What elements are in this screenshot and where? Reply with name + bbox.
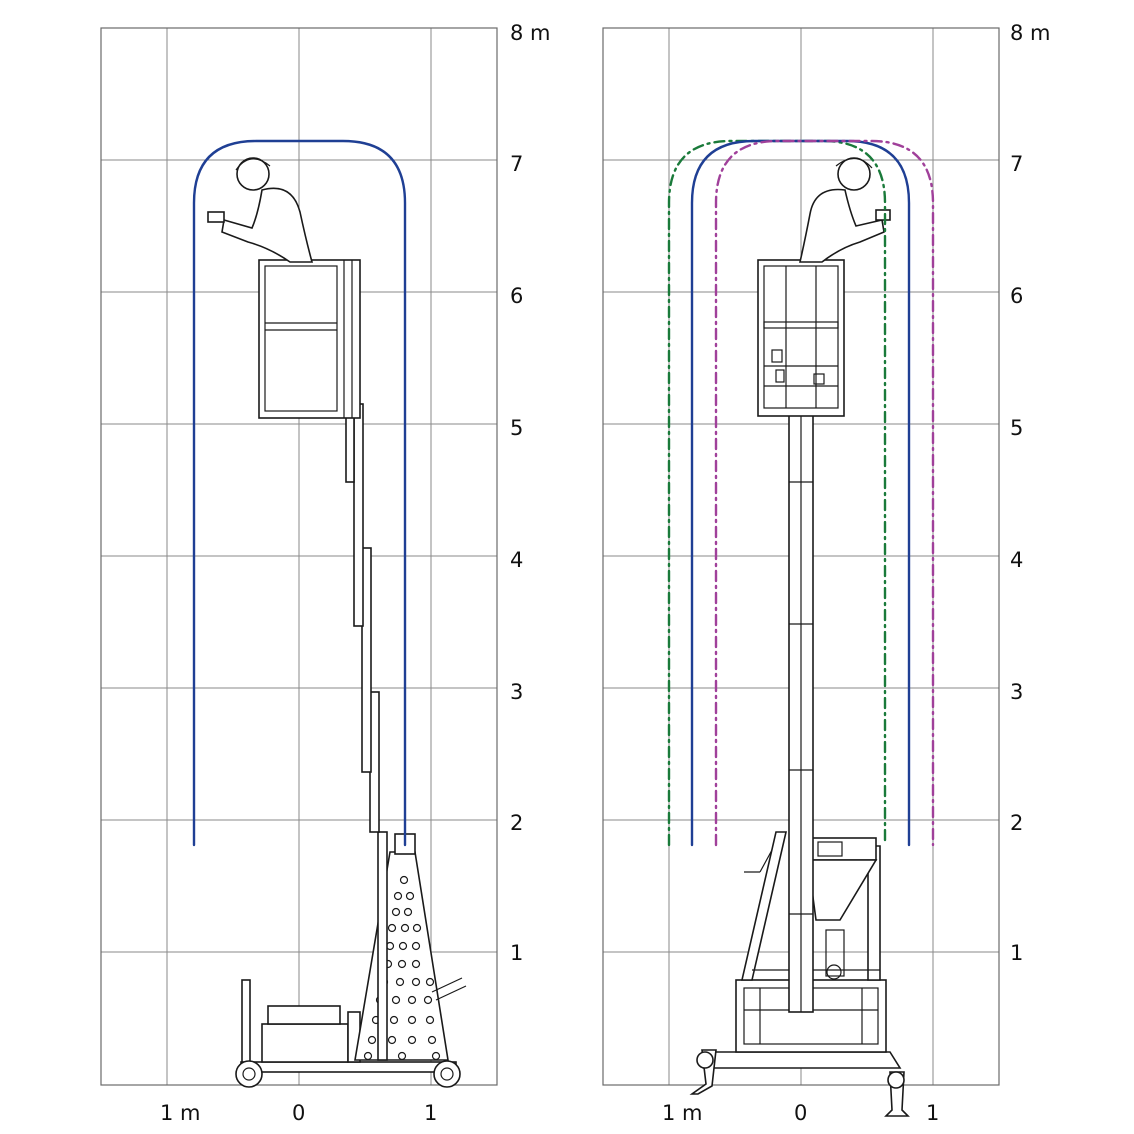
right-x-label-1m: 1 m bbox=[662, 1101, 703, 1125]
right-lift-front-view bbox=[689, 157, 910, 1117]
right-y-label-3: 3 bbox=[1010, 680, 1023, 704]
left-panel: 1 2 3 4 5 6 7 8 m 1 m 0 1 bbox=[100, 21, 551, 1125]
left-y-label-1: 1 bbox=[510, 941, 523, 965]
right-y-label-5: 5 bbox=[1010, 416, 1023, 440]
right-x-label-1: 1 bbox=[926, 1101, 939, 1125]
right-panel: 1 2 3 4 5 6 7 8 m 1 m 0 1 bbox=[602, 21, 1051, 1125]
right-x-label-0: 0 bbox=[794, 1101, 807, 1125]
right-y-label-1: 1 bbox=[1010, 941, 1023, 965]
left-y-label-3: 3 bbox=[510, 680, 523, 704]
right-envelope-green bbox=[667, 139, 887, 847]
right-y-label-2: 2 bbox=[1010, 811, 1023, 835]
left-x-label-1: 1 bbox=[424, 1101, 437, 1125]
left-frame bbox=[100, 27, 498, 1086]
left-x-label-1m: 1 m bbox=[160, 1101, 201, 1125]
right-y-label-7: 7 bbox=[1010, 152, 1023, 176]
left-y-label-5: 5 bbox=[510, 416, 523, 440]
left-y-label-4: 4 bbox=[510, 548, 523, 572]
right-frame bbox=[602, 27, 1000, 1086]
left-y-label-6: 6 bbox=[510, 284, 523, 308]
left-envelope-blue bbox=[192, 139, 407, 847]
right-y-label-6: 6 bbox=[1010, 284, 1023, 308]
left-y-label-7: 7 bbox=[510, 152, 523, 176]
right-envelope-magenta bbox=[714, 139, 935, 847]
left-grid bbox=[101, 28, 497, 1085]
left-y-label-2: 2 bbox=[510, 811, 523, 835]
right-y-label-4: 4 bbox=[1010, 548, 1023, 572]
left-worker-figure bbox=[207, 157, 314, 263]
left-y-label-8m: 8 m bbox=[510, 21, 551, 45]
right-worker-figure bbox=[798, 157, 891, 263]
right-y-label-8m: 8 m bbox=[1010, 21, 1051, 45]
left-lift-side-view bbox=[207, 157, 467, 1088]
left-x-label-0: 0 bbox=[292, 1101, 305, 1125]
